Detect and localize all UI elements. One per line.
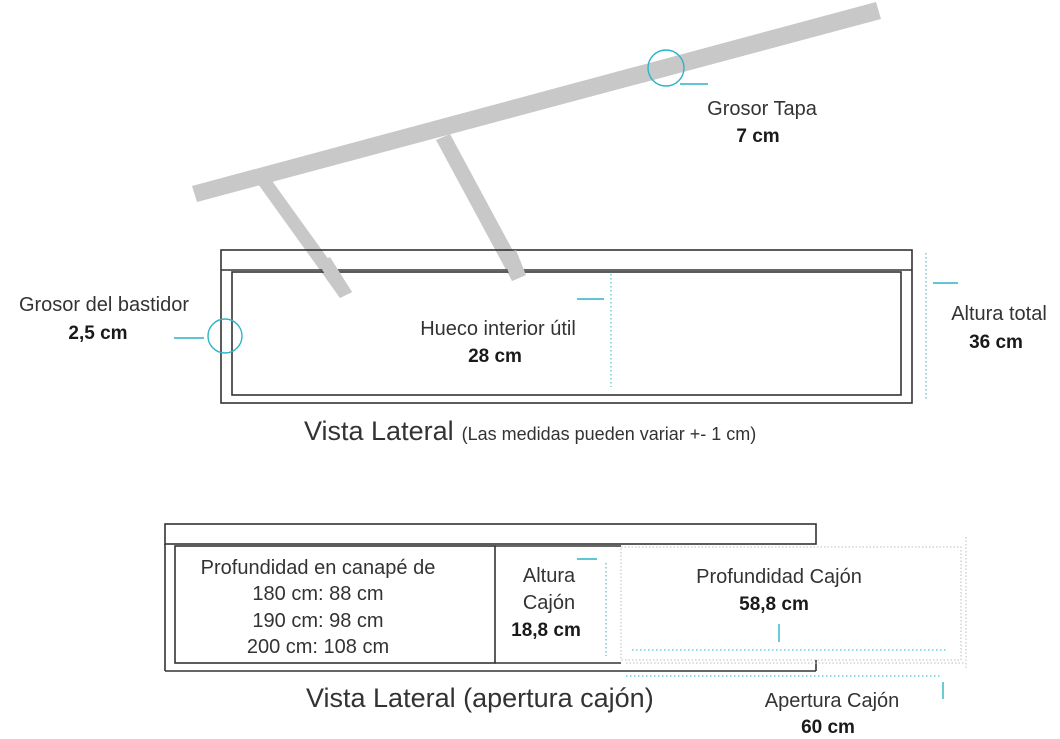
drawer-opening-value: 60 cm — [801, 717, 855, 738]
top-view-caption-note: (Las medidas pueden variar +- 1 cm) — [462, 424, 757, 444]
lid-thickness-label: Grosor Tapa — [707, 98, 818, 120]
drawer-height-label-line1: Altura — [523, 565, 576, 587]
base-frame-outer — [220, 249, 913, 404]
drawer-opening-label: Apertura Cajón — [765, 690, 900, 712]
frame-thickness-marker-circle — [207, 318, 243, 354]
total-height-label: Altura total — [951, 303, 1047, 325]
interior-space-label: Hueco interior útil — [420, 318, 576, 340]
drawer-height-value: 18,8 cm — [511, 620, 581, 641]
drawer-frame — [164, 523, 817, 672]
drawer-depth-label: Profundidad Cajón — [696, 566, 862, 588]
depth-note-line1: Profundidad en canapé de — [201, 557, 436, 579]
lid-thickness-marker-circle — [647, 49, 685, 87]
bottom-view-caption: Vista Lateral (apertura cajón) — [306, 683, 654, 713]
top-view-caption: Vista Lateral (Las medidas pueden variar … — [304, 416, 756, 446]
lid-assembly — [192, 2, 881, 298]
lid-strut-right — [436, 134, 526, 281]
lid-thickness-value: 7 cm — [736, 126, 779, 147]
frame-thickness-label: Grosor del bastidor — [19, 294, 189, 316]
depth-note-line4: 200 cm: 108 cm — [247, 636, 389, 658]
lid-board — [192, 2, 881, 202]
lid-strut-right-overlap — [502, 250, 526, 281]
drawer-compartment-left — [174, 545, 496, 664]
drawer-height-label-line2: Cajón — [523, 592, 575, 614]
frame-thickness-value: 2,5 cm — [68, 323, 127, 344]
top-view-caption-main: Vista Lateral — [304, 416, 454, 446]
base-frame-inner — [231, 271, 902, 396]
opened-drawer-body — [620, 546, 962, 661]
depth-note-line2: 180 cm: 88 cm — [252, 583, 383, 605]
lid-strut-left-overlap — [318, 257, 352, 298]
drawer-depth-value: 58,8 cm — [739, 594, 809, 615]
depth-note-line3: 190 cm: 98 cm — [252, 610, 383, 632]
interior-space-value: 28 cm — [468, 346, 522, 367]
opened-drawer — [620, 537, 967, 668]
total-height-value: 36 cm — [969, 332, 1023, 353]
drawer-frame-top-rail — [164, 523, 817, 545]
